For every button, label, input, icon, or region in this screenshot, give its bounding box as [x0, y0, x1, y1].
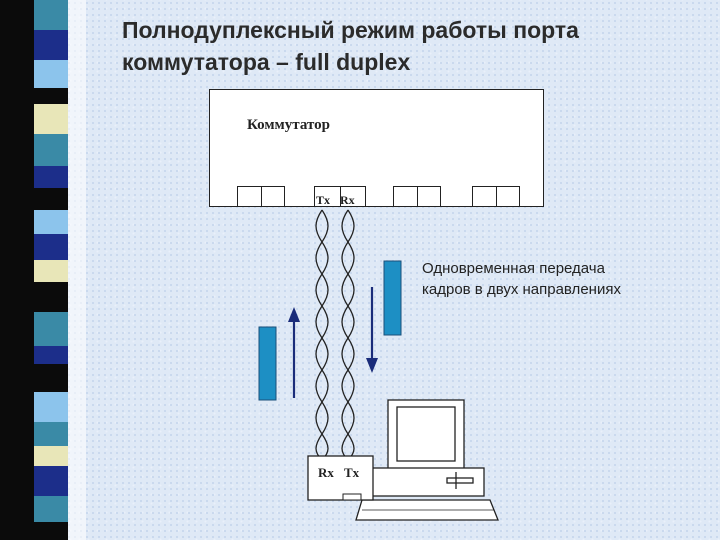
nic-port-tx-label: Tx: [344, 465, 360, 480]
stripe-tile: [34, 282, 68, 312]
stripe-tile: [34, 522, 68, 540]
frame-bar-upstream: [258, 326, 277, 401]
annotation-line-2: кадров в двух направлениях: [422, 281, 621, 298]
switch-label: Коммутатор: [247, 117, 330, 133]
stripe-column-light: [68, 0, 86, 540]
switch-port-tx-label: Tx: [316, 193, 331, 207]
switch-box: Коммутатор: [209, 89, 544, 207]
stripe-tile: [34, 346, 68, 364]
left-decorative-stripe: [0, 0, 86, 540]
annotation-line-1: Одновременная передача: [422, 260, 605, 277]
stripe-tile: [34, 466, 68, 496]
switch-port-duplex: [314, 186, 366, 207]
switch-port-rx-label: Rx: [340, 193, 355, 207]
switch-port-4: [472, 186, 520, 207]
stripe-tile: [34, 422, 68, 446]
stripe-tile: [34, 188, 68, 210]
duplex-annotation: Одновременная передача кадров в двух нап…: [422, 258, 702, 300]
stripe-tile: [34, 166, 68, 188]
stripe-tile: [34, 134, 68, 166]
stripe-tile: [34, 312, 68, 346]
switch-port-1: [237, 186, 285, 207]
stripe-tile: [34, 0, 68, 30]
switch-port-3: [393, 186, 441, 207]
arrow-up-icon: [288, 307, 300, 398]
stripe-tile: [34, 260, 68, 282]
stripe-tile: [34, 88, 68, 104]
stripe-column-dark: [0, 0, 34, 540]
stripe-tile: [34, 496, 68, 522]
network-card-connector: [342, 493, 362, 501]
port-cell: [238, 187, 262, 206]
port-cell: [394, 187, 418, 206]
title-line-2: коммутатора – full duplex: [122, 49, 411, 75]
port-cell: [315, 187, 341, 206]
title-line-1: Полнодуплексный режим работы порта: [122, 17, 579, 43]
monitor-screen: [396, 406, 456, 462]
slide-title: Полнодуплексный режим работы порта комму…: [122, 14, 712, 78]
stripe-tile: [34, 210, 68, 234]
nic-port-rx-label: Rx: [318, 465, 334, 480]
stripe-tile: [34, 30, 68, 60]
twisted-pair-cable-left: [315, 209, 329, 461]
stripe-tile: [34, 446, 68, 466]
stripe-tile: [34, 60, 68, 88]
arrow-down-icon: [366, 287, 378, 373]
drive-slot: [446, 477, 474, 484]
stripe-tile: [34, 392, 68, 422]
twisted-pair-cable-right: [341, 209, 355, 461]
stripe-tile: [34, 364, 68, 392]
network-card: [307, 455, 374, 501]
port-cell: [473, 187, 497, 206]
stripe-tile: [34, 234, 68, 260]
frame-bar-downstream: [383, 260, 402, 336]
stripe-tile: [34, 104, 68, 134]
computer-icon: [307, 399, 499, 521]
